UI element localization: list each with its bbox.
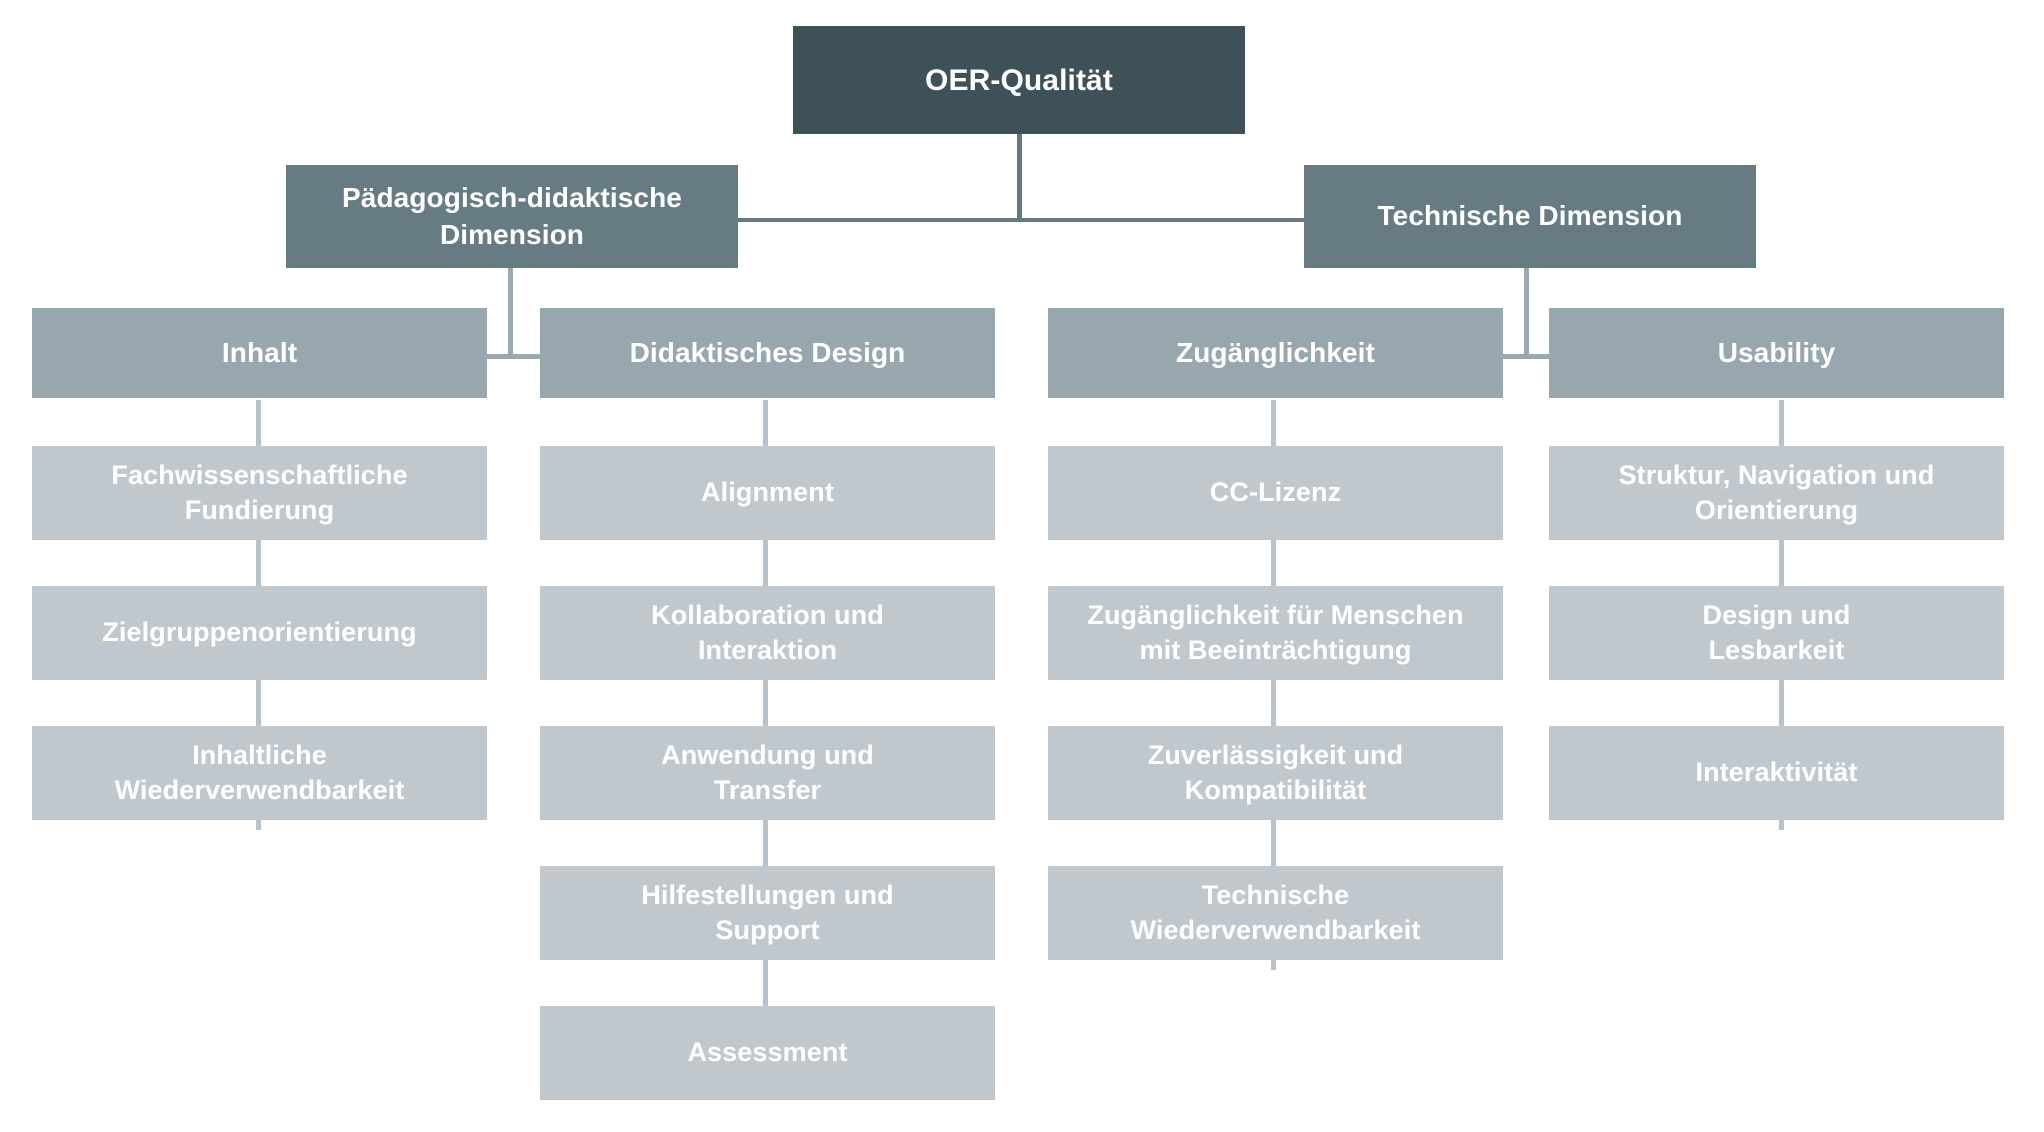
node-zugaenglichkeit[interactable]: Zugänglichkeit (1048, 308, 1503, 398)
node-label: Fachwissenschaftliche Fundierung (111, 459, 408, 525)
node-didaktisches-design[interactable]: Didaktisches Design (540, 308, 995, 398)
node-label: Inhaltliche Wiederverwendbarkeit (114, 739, 405, 805)
node-label: Interaktivität (1695, 757, 1858, 788)
node-label: Design und Lesbarkeit (1702, 599, 1851, 665)
node-usability[interactable]: Usability (1549, 308, 2004, 398)
node-inhaltliche-wiederverwendbarkeit[interactable]: Inhaltliche Wiederverwendbarkeit (32, 726, 487, 820)
connector-paed-bar (255, 354, 765, 359)
node-design-und-lesbarkeit[interactable]: Design und Lesbarkeit (1549, 586, 2004, 680)
node-label: Inhalt (221, 336, 298, 368)
node-technische-dimension[interactable]: Technische Dimension (1304, 165, 1756, 268)
node-label: Technische Wiederverwendbarkeit (1130, 879, 1421, 945)
node-label: Hilfestellungen und Support (641, 879, 894, 945)
node-technische-wiederverwendbarkeit[interactable]: Technische Wiederverwendbarkeit (1048, 866, 1503, 960)
node-zielgruppenorientierung[interactable]: Zielgruppenorientierung (32, 586, 487, 680)
node-label: Didaktisches Design (629, 336, 906, 368)
node-label: Zugänglichkeit für Menschen mit Beeinträ… (1087, 599, 1464, 665)
node-label: Assessment (687, 1037, 848, 1068)
node-hilfestellungen-und-support[interactable]: Hilfestellungen und Support (540, 866, 995, 960)
node-interaktivitaet[interactable]: Interaktivität (1549, 726, 2004, 820)
node-label: Kollaboration und Interaktion (651, 599, 884, 665)
node-paedagogisch-didaktische-dimension[interactable]: Pädagogisch-didaktische Dimension (286, 165, 738, 268)
node-label: Zielgruppenorientierung (102, 617, 417, 648)
node-label: Anwendung und Transfer (661, 739, 874, 805)
node-assessment[interactable]: Assessment (540, 1006, 995, 1100)
node-zuverlaessigkeit-und-kompatibilitaet[interactable]: Zuverlässigkeit und Kompatibilität (1048, 726, 1503, 820)
node-oer-qualitaet[interactable]: OER-Qualität (793, 26, 1245, 134)
node-inhalt[interactable]: Inhalt (32, 308, 487, 398)
connector-tech-stem (1524, 268, 1529, 358)
node-label: Alignment (701, 477, 834, 508)
node-fachwissenschaftliche-fundierung[interactable]: Fachwissenschaftliche Fundierung (32, 446, 487, 540)
node-label: Zugänglichkeit (1176, 336, 1375, 368)
node-label: OER-Qualität (925, 63, 1113, 97)
connector-col3-spine (1271, 400, 1276, 970)
node-label: CC-Lizenz (1209, 477, 1342, 508)
node-label: Struktur, Navigation und Orientierung (1618, 459, 1935, 525)
connector-tech-bar (1271, 354, 1781, 359)
node-label: Technische Dimension (1377, 200, 1683, 232)
connector-dimension-left-stub (736, 218, 741, 222)
node-alignment[interactable]: Alignment (540, 446, 995, 540)
connector-dimension-bar (736, 218, 1306, 222)
node-label: Pädagogisch-didaktische Dimension (342, 182, 682, 250)
node-cc-lizenz[interactable]: CC-Lizenz (1048, 446, 1503, 540)
connector-paed-stem (508, 268, 513, 358)
node-zugaenglichkeit-fuer-menschen-mit-beeintraechtigung[interactable]: Zugänglichkeit für Menschen mit Beeinträ… (1048, 586, 1503, 680)
node-anwendung-und-transfer[interactable]: Anwendung und Transfer (540, 726, 995, 820)
node-label: Usability (1717, 336, 1836, 368)
node-struktur-navigation-und-orientierung[interactable]: Struktur, Navigation und Orientierung (1549, 446, 2004, 540)
node-label: Zuverlässigkeit und Kompatibilität (1147, 739, 1404, 805)
node-kollaboration-und-interaktion[interactable]: Kollaboration und Interaktion (540, 586, 995, 680)
connector-root-stem (1017, 134, 1022, 220)
